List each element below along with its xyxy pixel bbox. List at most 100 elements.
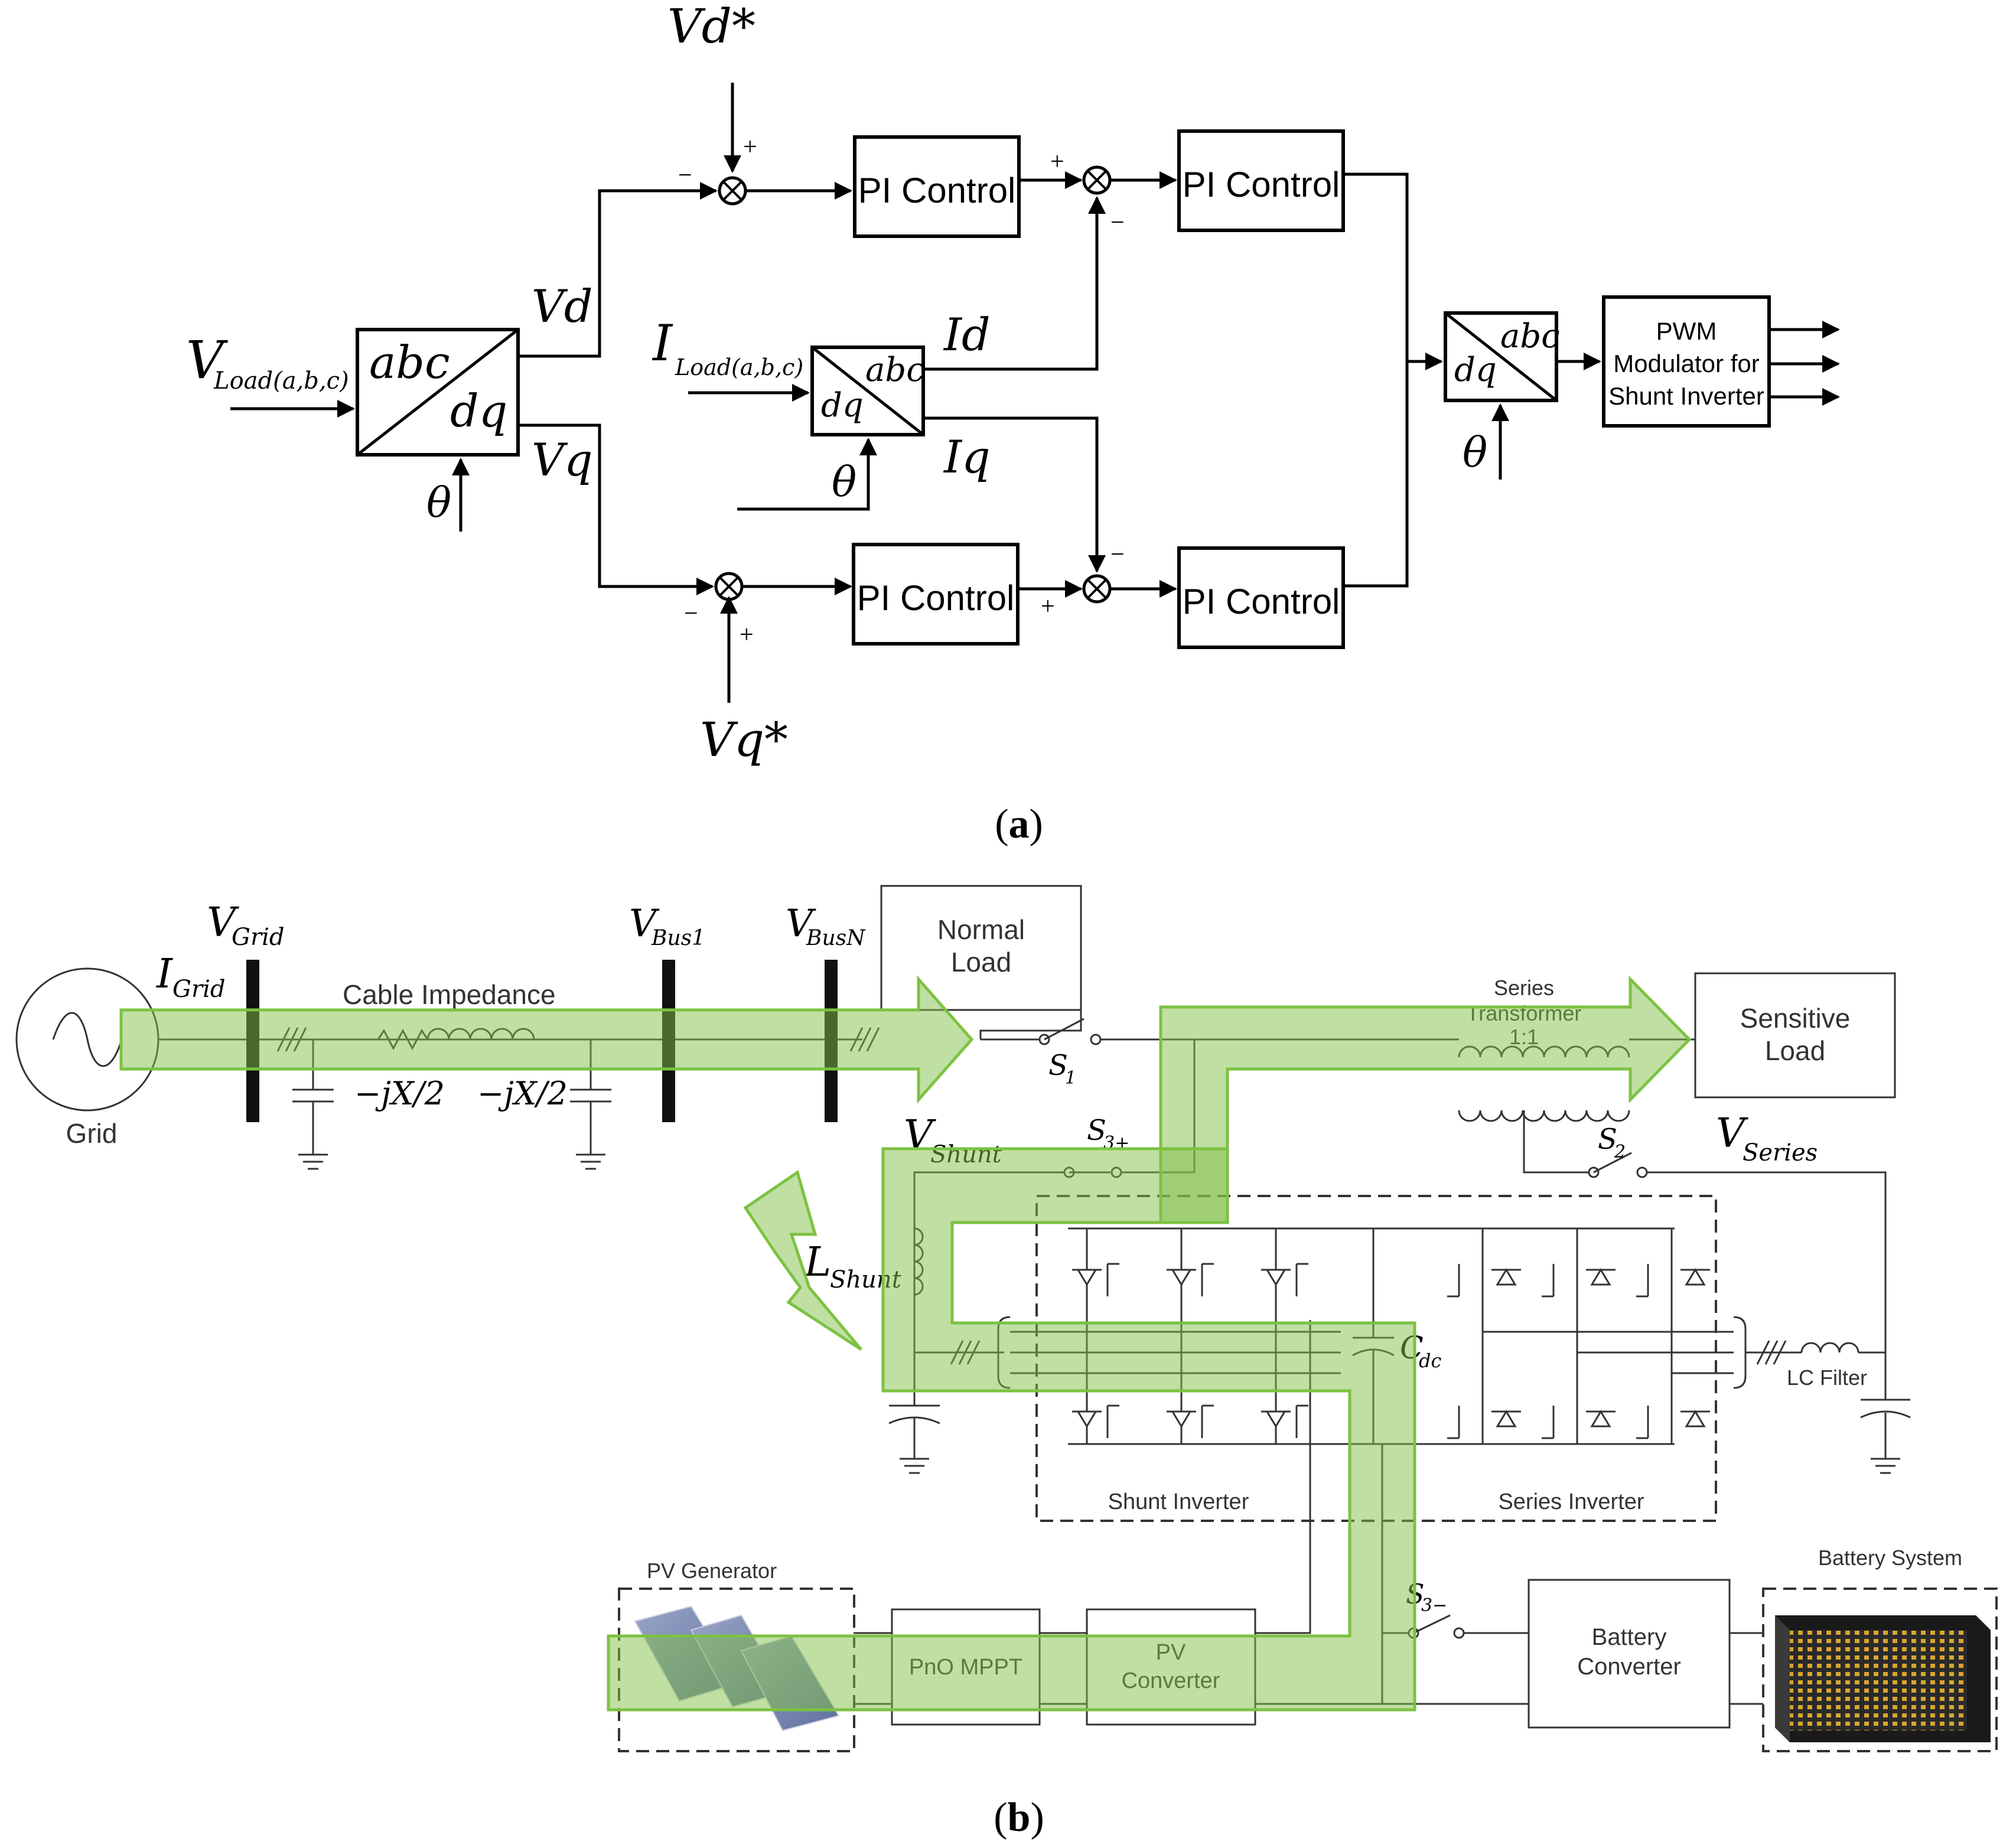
grid-to-load-arrow — [119, 975, 974, 1104]
sum3-minus: − — [684, 600, 698, 627]
s1-label: S — [1048, 1049, 1068, 1082]
sum1-plus: + — [743, 133, 757, 161]
id-label: Id — [943, 308, 991, 361]
dq-label: dq — [450, 384, 507, 437]
sum-junction-4 — [1082, 574, 1112, 604]
battery-converter-line-2: Converter — [1577, 1654, 1681, 1680]
caption-b-letter: b — [1008, 1795, 1031, 1840]
id-wire — [923, 196, 1106, 371]
panel-b: Grid V Grid I Grid V Bus1 V BusN Cable I… — [15, 885, 1998, 1840]
cap-left-label: −jX/2 — [354, 1075, 445, 1112]
i-load-label: I — [652, 314, 673, 372]
sensitive-load-line-2: Load — [1765, 1035, 1825, 1066]
pi-control-3-label: PI Control — [857, 578, 1015, 618]
pi-control-2-label: PI Control — [1183, 165, 1340, 204]
caption-a: (a) — [995, 801, 1043, 847]
s3-plus-label: S — [1087, 1114, 1106, 1147]
theta-wire-2 — [737, 438, 877, 511]
panel-a: Vd* + − Vq* + − V Load(a,b,c) abc dq θ V… — [186, 0, 1840, 847]
cap-right-label: −jX/2 — [477, 1075, 568, 1112]
pwm-line-3: Shunt Inverter — [1608, 382, 1764, 410]
pi-control-2 — [1177, 129, 1345, 232]
battery-converter-line-1: Battery — [1592, 1624, 1667, 1650]
power-flow-highlight — [119, 975, 1692, 1712]
dq-label-3: dq — [1454, 351, 1497, 389]
battery-system-label: Battery System — [1818, 1546, 1962, 1570]
v-series-label: V — [1716, 1110, 1748, 1157]
sum3-plus: + — [740, 621, 754, 648]
series-transformer-secondary — [1458, 1110, 1630, 1122]
sum-junction-2 — [1082, 165, 1112, 195]
pi-control-3 — [852, 543, 1020, 646]
l-shunt-label: L — [803, 1239, 831, 1286]
cdc-sub: dc — [1419, 1350, 1441, 1372]
iq-label: Iq — [943, 431, 991, 483]
series-inverter-switches — [1447, 1228, 1747, 1444]
sum4-plus: + — [1041, 593, 1055, 620]
inverse-diagonal — [1444, 312, 1558, 402]
series-path-arrow — [1159, 975, 1692, 1224]
vq-ref-label: Vq* — [700, 712, 788, 767]
sum2-plus: + — [1050, 148, 1064, 175]
battery-pack-icon — [1775, 1615, 1991, 1742]
abc-label-3: abc — [1500, 317, 1560, 356]
sum2-minus: − — [1110, 209, 1125, 236]
abc-label: abc — [369, 336, 450, 389]
i-grid-sub: Grid — [172, 976, 225, 1003]
cable-impedance-label: Cable Impedance — [343, 979, 556, 1010]
pi-control-1 — [853, 135, 1021, 238]
s2-wire — [1523, 1110, 1589, 1174]
vq-label: Vq — [532, 434, 593, 486]
vd-label: Vd — [532, 280, 593, 333]
pwm-line-2: Modulator for — [1613, 350, 1759, 377]
wire-pi4-out — [1343, 361, 1409, 588]
vq-wire — [518, 423, 714, 595]
v-busn-label: V — [786, 902, 816, 946]
battery-system-enclosure — [1762, 1588, 1998, 1752]
fault-lightning-icon — [743, 1169, 862, 1351]
theta-label-2: θ — [832, 458, 856, 506]
i-grid-label: I — [155, 951, 173, 998]
pwm-line-1: PWM — [1656, 317, 1717, 345]
normal-load-line-1: Normal — [937, 914, 1025, 945]
s2-sub: 2 — [1614, 1142, 1626, 1162]
theta-label-3: θ — [1463, 428, 1487, 477]
shunt-path-region — [607, 1147, 1416, 1712]
v-bus1-label: V — [629, 902, 660, 946]
battery-converter-box — [1528, 1579, 1731, 1729]
switch-s2 — [1588, 1152, 1887, 1400]
v-bus1-sub: Bus1 — [651, 926, 705, 950]
pi-control-4-label: PI Control — [1183, 582, 1340, 621]
sum1-minus: − — [678, 162, 692, 189]
v-series-sub: Series — [1743, 1139, 1818, 1166]
vd-ref-label: Vd* — [667, 0, 755, 54]
i-load-sub: Load(a,b,c) — [675, 354, 803, 380]
grid-label: Grid — [66, 1118, 118, 1149]
abc-label-2: abc — [865, 351, 925, 389]
transform-diagonal — [356, 328, 519, 456]
sum-junction-1 — [718, 176, 747, 206]
transform-current-diagonal — [811, 346, 924, 436]
pi-control-1-label: PI Control — [858, 171, 1016, 210]
lc-filter — [1745, 1340, 1911, 1474]
caption-b: (b) — [994, 1795, 1044, 1840]
pi-control-4 — [1177, 546, 1345, 649]
theta-label-1: θ — [426, 478, 451, 527]
normal-load-line-2: Load — [951, 947, 1011, 977]
s1-sub: 1 — [1065, 1068, 1076, 1088]
vd-wire — [518, 182, 718, 358]
wire-pi2-out — [1343, 172, 1409, 361]
dq-label-2: dq — [821, 386, 864, 425]
v-load-label: V — [186, 330, 229, 390]
pwm-modulator-block — [1602, 295, 1771, 428]
iq-wire — [923, 416, 1106, 573]
shunt-inverter-label: Shunt Inverter — [1108, 1490, 1249, 1514]
v-load-sub: Load(a,b,c) — [213, 367, 349, 395]
normal-load-wire — [979, 1010, 1082, 1039]
shunt-ground-capacitor — [888, 1379, 940, 1474]
series-transformer-line-1: Series — [1494, 976, 1554, 1000]
normal-load-box — [880, 885, 1082, 1011]
sum-junction-3 — [714, 572, 744, 601]
sensitive-load-box — [1694, 972, 1896, 1099]
